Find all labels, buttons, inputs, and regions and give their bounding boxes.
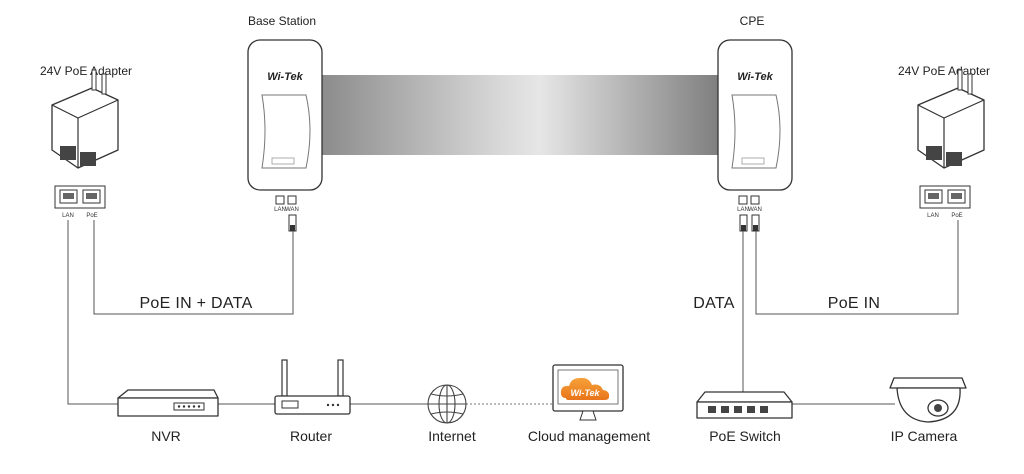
base-station-ports: LAN WAN (274, 195, 299, 232)
poe-switch-label: PoE Switch (709, 428, 781, 444)
poe-switch-icon (696, 391, 793, 419)
left-adapter-label: 24V PoE Adapter (40, 64, 132, 78)
cpe-ports: LAN WAN (737, 195, 762, 232)
right-poe-label: PoE IN (828, 295, 881, 312)
cpe-label: CPE (740, 14, 765, 28)
right-adapter-ports: LAN PoE (919, 185, 971, 219)
base-station-port-wan: WAN (285, 207, 299, 213)
cables (67, 220, 959, 405)
left-adapter-port-lan: LAN (62, 213, 74, 219)
ip-camera-icon (889, 377, 967, 423)
ip-camera-label: IP Camera (891, 428, 958, 444)
base-station-logo: Wi-Tek (267, 71, 303, 83)
router-icon (274, 359, 351, 415)
right-adapter-port-poe: PoE (951, 213, 962, 219)
cpe-device: Wi-Tek (717, 39, 793, 191)
cpe-port-wan: WAN (748, 207, 762, 213)
left-adapter-port-poe: PoE (86, 213, 97, 219)
wireless-beam (318, 75, 722, 155)
globe-icon (427, 384, 467, 424)
monitor-icon: Wi-Tek (552, 364, 624, 421)
left-cable-label: PoE IN + DATA (139, 295, 252, 312)
right-data-label: DATA (693, 295, 735, 312)
cloud-logo: Wi-Tek (570, 388, 600, 398)
base-station-port-lan: LAN (274, 207, 286, 213)
left-adapter-ports: LAN PoE (54, 185, 106, 219)
cloud-management-label: Cloud management (528, 428, 650, 444)
right-poe-adapter (917, 69, 985, 169)
right-adapter-label: 24V PoE Adapter (898, 64, 990, 78)
left-poe-adapter (51, 69, 119, 169)
nvr-icon (117, 389, 219, 417)
cpe-logo: Wi-Tek (737, 71, 773, 83)
router-label: Router (290, 428, 332, 444)
internet-label: Internet (428, 428, 476, 444)
right-adapter-port-lan: LAN (927, 213, 939, 219)
base-station-device: Wi-Tek (247, 39, 323, 191)
base-station-label: Base Station (248, 14, 316, 28)
cloud-icon (560, 377, 610, 400)
nvr-label: NVR (151, 428, 181, 444)
cpe-port-lan: LAN (737, 207, 749, 213)
